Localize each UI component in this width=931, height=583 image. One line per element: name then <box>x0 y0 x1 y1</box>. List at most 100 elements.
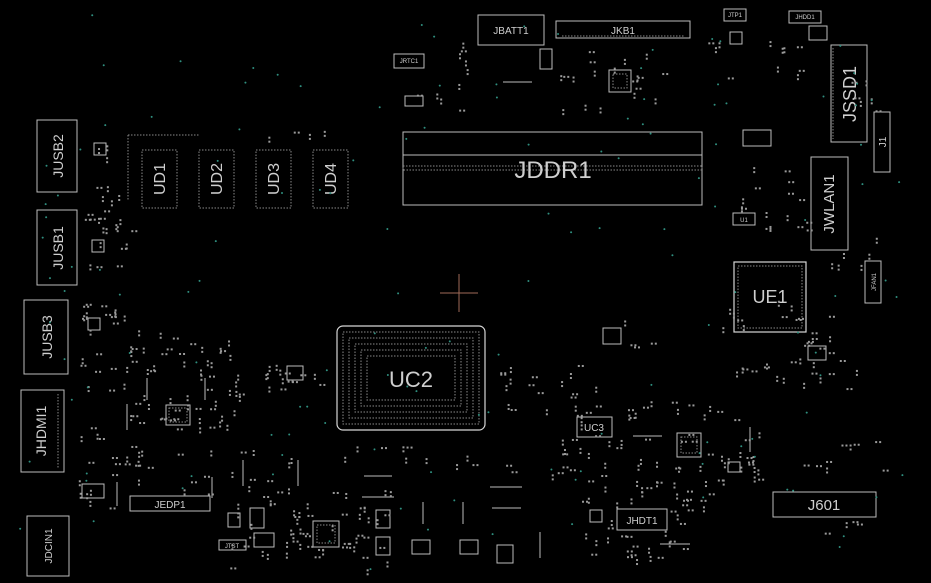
smd-component <box>230 567 237 570</box>
smd-component <box>754 187 761 190</box>
smd-component <box>279 369 282 376</box>
smd-component <box>769 225 772 232</box>
chip-ud2[interactable]: UD2 <box>198 149 235 209</box>
smd-component <box>624 320 627 327</box>
cpu-uc2[interactable]: UC2 <box>336 325 486 431</box>
connector-jedp1[interactable]: JEDP1 <box>129 495 211 512</box>
smd-component <box>389 491 392 498</box>
smd-component <box>345 492 348 499</box>
via-dot <box>626 117 629 120</box>
smd-component <box>266 373 269 380</box>
connector-jusb1[interactable]: JUSB1 <box>36 209 78 286</box>
connector-j601[interactable]: J601 <box>772 491 877 518</box>
chip-uc3[interactable]: UC3 <box>576 416 613 438</box>
via-dot <box>28 460 31 463</box>
smd-component <box>142 347 145 354</box>
smd-component <box>344 456 347 463</box>
via-dot <box>706 441 709 444</box>
smd-component <box>509 378 512 385</box>
smd-component <box>682 548 689 551</box>
smd-component <box>563 75 570 78</box>
smd-component <box>740 207 747 210</box>
smd-component <box>636 75 639 82</box>
smd-component <box>657 556 664 559</box>
connector-jwlan1[interactable]: JWLAN1 <box>810 156 849 251</box>
smd-component <box>147 466 154 469</box>
smd-component <box>729 308 732 315</box>
via-dot <box>79 148 82 151</box>
smd-component <box>753 167 756 174</box>
connector-jusb3[interactable]: JUSB3 <box>23 299 69 375</box>
smd-component <box>237 374 240 381</box>
smd-component <box>654 98 657 105</box>
smd-component <box>101 196 104 203</box>
via-dot <box>187 290 190 293</box>
chip-ud3[interactable]: UD3 <box>255 149 292 209</box>
smd-component <box>95 370 102 373</box>
chip-u1[interactable]: U1 <box>732 212 756 226</box>
via-dot <box>853 72 856 75</box>
connector-jbatt1[interactable]: JBATT1 <box>477 14 545 46</box>
via-dot <box>48 321 51 324</box>
connector-jhdd1[interactable]: JHDD1 <box>788 10 822 24</box>
smd-component <box>106 145 109 152</box>
connector-jfan1[interactable]: JFAN1 <box>864 260 882 304</box>
connector-jdcin1[interactable]: JDCIN1 <box>26 515 70 577</box>
connector-jtp1[interactable]: JTP1 <box>723 8 747 22</box>
connector-jkb1[interactable]: JKB1 <box>555 20 691 39</box>
smd-component <box>811 372 818 375</box>
smd-component <box>125 243 128 250</box>
smd-component <box>237 503 240 510</box>
chip-ud1[interactable]: UD1 <box>141 149 178 209</box>
smd-component <box>249 536 256 539</box>
smd-component <box>545 409 548 416</box>
smd-component <box>727 77 734 80</box>
smd-component <box>630 554 637 557</box>
smd-component <box>84 218 91 221</box>
via-dot <box>796 331 799 334</box>
jdcin1-label: JDCIN1 <box>44 528 55 563</box>
connector-jhdt1[interactable]: JHDT1 <box>616 508 668 531</box>
jwlan1-label: JWLAN1 <box>821 174 838 233</box>
connector-jhdmi1[interactable]: JHDMI1 <box>20 389 65 473</box>
via-dot <box>842 535 845 538</box>
chip-ue1[interactable]: UE1 <box>733 261 807 333</box>
smd-component <box>727 458 730 465</box>
via-dot <box>711 38 714 41</box>
jrtc1-label: JRTC1 <box>400 59 419 65</box>
smd-component <box>293 510 296 517</box>
connector-jssd1[interactable]: JSSD1 <box>830 44 868 143</box>
smd-component <box>85 303 92 306</box>
via-dot <box>838 546 841 549</box>
smd-component <box>753 467 756 474</box>
smd-component <box>138 330 141 337</box>
smd-component <box>664 530 667 537</box>
connector-jusb2[interactable]: JUSB2 <box>36 119 78 193</box>
via-dot <box>875 496 878 499</box>
via-dot <box>571 523 574 526</box>
via-dot <box>786 488 789 491</box>
smd-component <box>608 441 611 448</box>
smd-component <box>186 395 189 402</box>
connector-j1[interactable]: J1 <box>873 111 891 173</box>
smd-component <box>500 373 507 376</box>
smd-component <box>286 541 289 548</box>
smd-component <box>585 533 588 540</box>
connector-jrtc1[interactable]: JRTC1 <box>393 53 425 69</box>
via-dot <box>527 143 530 146</box>
smd-component <box>200 374 203 381</box>
smd-component <box>89 500 92 507</box>
via-dot <box>495 96 498 99</box>
slot-jddr1[interactable]: JDDR1 <box>402 131 703 206</box>
smd-component <box>776 375 779 382</box>
smd-component <box>287 488 290 495</box>
smd-component <box>219 421 222 428</box>
smd-component <box>132 415 139 418</box>
smd-component <box>169 398 172 405</box>
smd-component <box>459 53 462 60</box>
smd-component <box>81 358 84 365</box>
chip-ud4[interactable]: UD4 <box>312 149 349 209</box>
smd-component <box>595 405 602 408</box>
smd-component <box>649 555 652 562</box>
smd-component <box>116 265 123 268</box>
